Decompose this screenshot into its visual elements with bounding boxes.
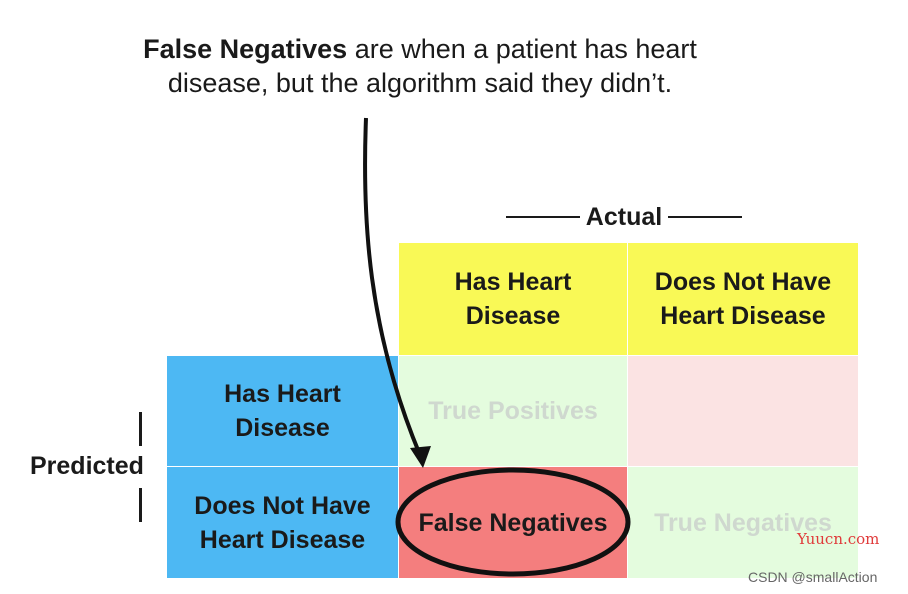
actual-rule-right <box>668 216 742 218</box>
actual-axis-label: Actual <box>500 200 748 234</box>
predicted-axis-label: Predicted <box>30 452 144 480</box>
pointer-arrow-shaft <box>362 117 422 456</box>
caption-line2: disease, but the algorithm said they did… <box>167 68 673 98</box>
watermark-csdn: CSDN @smallAction <box>748 569 878 585</box>
actual-text: Actual <box>585 202 663 231</box>
column-header-has-disease: Has Heart Disease <box>399 243 627 355</box>
row-header-has-disease: Has Heart Disease <box>167 356 398 466</box>
caption-line1: are when a patient has heart <box>347 34 697 64</box>
actual-rule-left <box>506 216 580 218</box>
predicted-tick-top <box>139 412 142 446</box>
predicted-tick-bottom <box>139 488 142 522</box>
false-negatives-ellipse <box>395 467 631 577</box>
column-header-no-disease: Does Not Have Heart Disease <box>628 243 858 355</box>
pointer-arrow-head <box>410 446 431 468</box>
watermark-yuucn: Yuucn.com <box>797 530 880 548</box>
cell-false-positives <box>628 356 858 466</box>
cell-true-positives: True Positives <box>399 356 627 466</box>
cell-true-negatives: True Negatives <box>628 467 858 578</box>
caption-bold: False Negatives <box>143 34 348 64</box>
caption: False Negatives are when a patient has h… <box>100 32 740 100</box>
row-header-no-disease: Does Not Have Heart Disease <box>167 467 398 578</box>
